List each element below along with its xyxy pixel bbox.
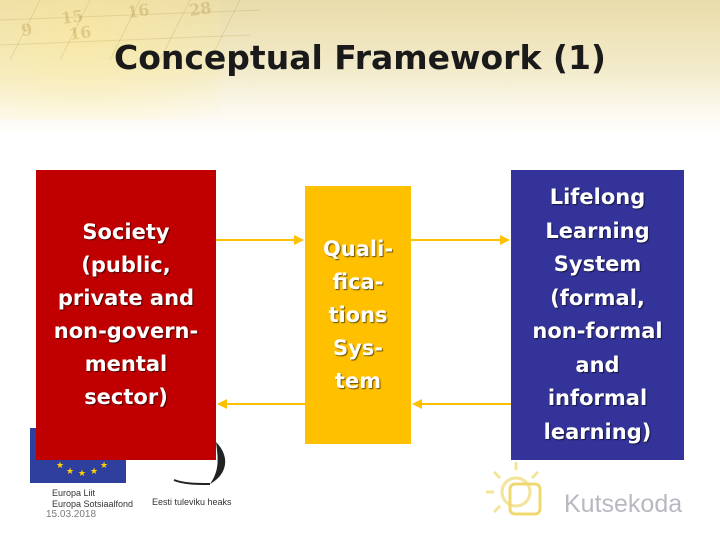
svg-text:16: 16 (126, 0, 151, 22)
svg-text:28: 28 (188, 0, 213, 20)
lifelong-learning-box: Lifelong Learning System (formal, non-fo… (511, 170, 684, 460)
eu-star: ★ (100, 461, 109, 471)
eu-star: ★ (56, 461, 65, 471)
eu-star: ★ (78, 469, 87, 479)
eu-caption: Europa Liit Europa Sotsiaalfond (52, 488, 133, 510)
svg-text:15: 15 (60, 6, 85, 28)
society-label: Society (public, private and non-govern-… (53, 220, 199, 409)
kutsekoda-brand: Kutsekoda (564, 490, 683, 518)
header-glow (0, 0, 220, 120)
kutsekoda-sun-logo (486, 462, 542, 516)
calendar-decoration: 15 16 16 28 9 (0, 0, 261, 61)
qualifications-label: Quali- fica- tions Sys- tem (322, 236, 394, 393)
eu-star: ★ (66, 467, 75, 477)
eu-star: ★ (90, 467, 99, 477)
society-box: Society (public, private and non-govern-… (36, 170, 216, 460)
lifelong-learning-label: Lifelong Learning System (formal, non-fo… (532, 185, 663, 444)
slide-title: Conceptual Framework (1) (113, 38, 607, 77)
svg-text:16: 16 (68, 22, 93, 44)
header-background: 15 16 16 28 9 (0, 0, 720, 135)
eu-caption-line2: Europa Sotsiaalfond (52, 499, 134, 509)
eesti-swoosh-logo (173, 442, 226, 485)
eu-caption-line1: Europa Liit (52, 488, 96, 498)
eesti-caption: Eesti tuleviku heaks (152, 497, 232, 507)
svg-text:9: 9 (20, 20, 34, 40)
slide-date: 15.03.2018 (46, 509, 97, 520)
qualifications-system-box: Quali- fica- tions Sys- tem (305, 186, 411, 444)
